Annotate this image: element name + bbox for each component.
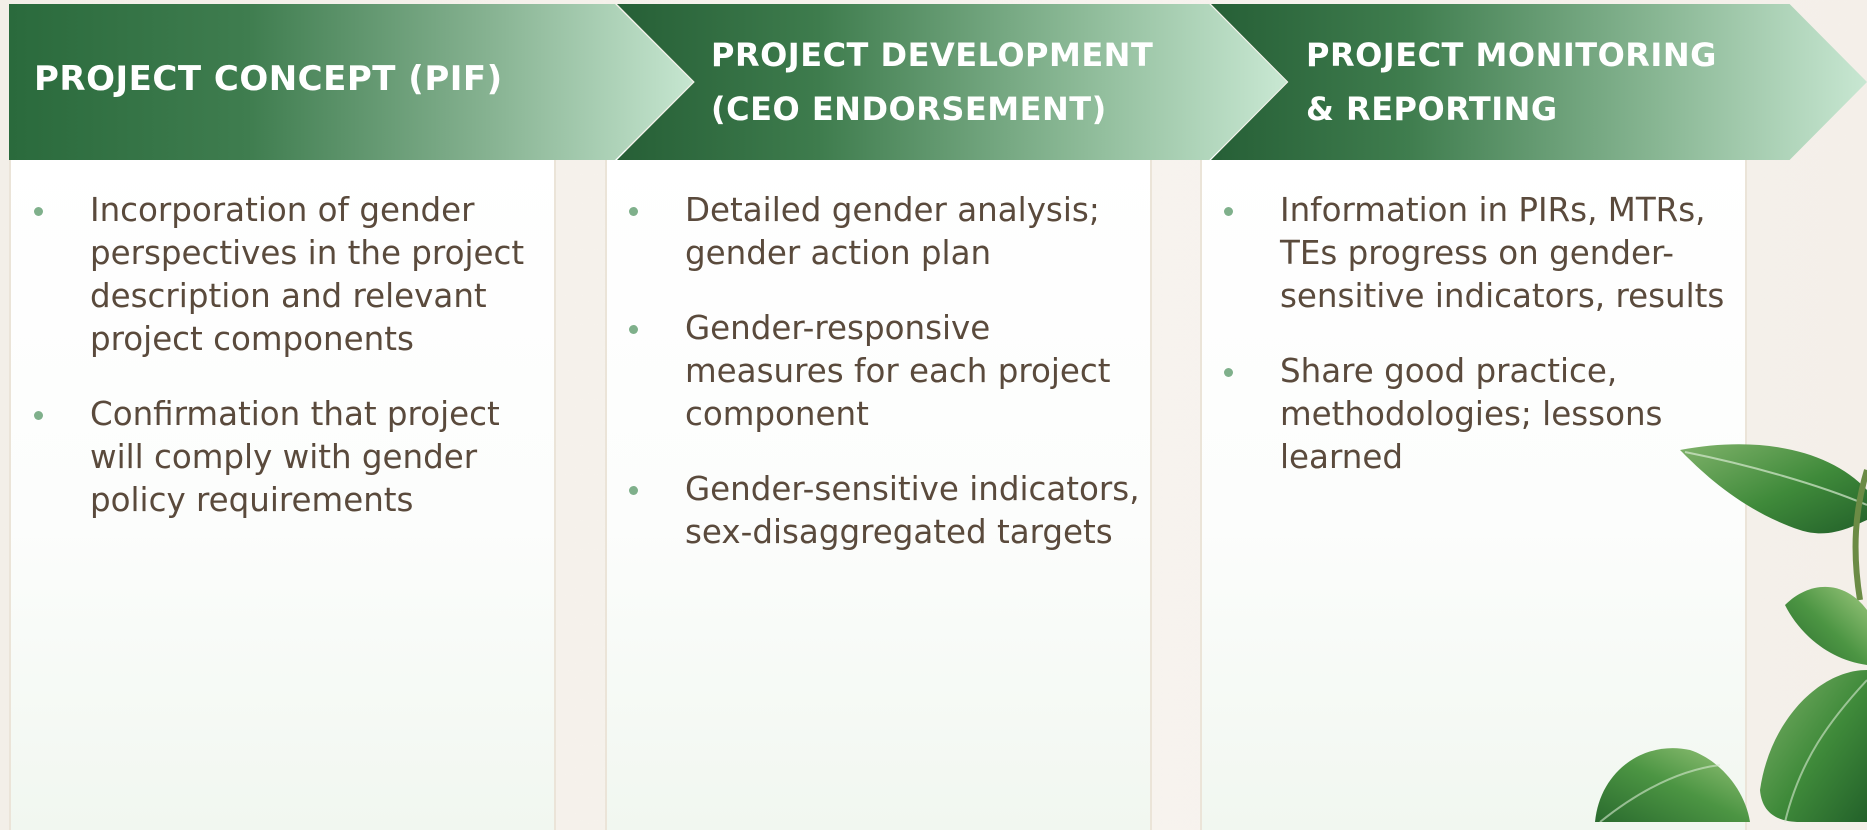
bullet-text: Incorporation of gender perspectives in …	[90, 191, 525, 358]
bullet-dot-icon	[34, 207, 43, 216]
stage-chevron-monitoring	[1211, 4, 1867, 160]
stage-chevron-concept	[9, 4, 693, 160]
list-item: Gender-responsive measures for each proj…	[625, 307, 1145, 436]
stage-bullets-development: Detailed gender analysis; gender action …	[625, 189, 1145, 586]
list-item: Confirmation that project will comply wi…	[30, 393, 550, 522]
stage-title-concept: PROJECT CONCEPT (PIF)	[34, 59, 503, 99]
bullet-dot-icon	[34, 411, 43, 420]
list-item: Information in PIRs, MTRs, TEs progress …	[1220, 189, 1740, 318]
bullet-dot-icon	[629, 325, 638, 334]
bullet-dot-icon	[1224, 207, 1233, 216]
stage-title-monitoring: PROJECT MONITORING & REPORTING	[1306, 36, 1717, 128]
list-item: Detailed gender analysis; gender action …	[625, 189, 1145, 275]
bullet-text: Detailed gender analysis; gender action …	[685, 191, 1100, 272]
stage-chevron-development	[617, 4, 1287, 160]
stage-title-development: PROJECT DEVELOPMENT (CEO ENDORSEMENT)	[711, 36, 1154, 128]
stage-bullets-concept: Incorporation of gender perspectives in …	[30, 189, 550, 554]
stage-panel-monitoring	[1200, 150, 1747, 830]
bullet-text: Information in PIRs, MTRs, TEs progress …	[1280, 191, 1725, 315]
list-item: Share good practice, methodologies; less…	[1220, 350, 1740, 479]
bullet-text: Gender-responsive measures for each proj…	[685, 309, 1111, 433]
stage-panel-development	[605, 150, 1152, 830]
bullet-dot-icon	[629, 207, 638, 216]
stage-panel-concept	[9, 150, 556, 830]
bullet-text: Share good practice, methodologies; less…	[1280, 352, 1663, 476]
list-item: Gender-sensitive indicators, sex-disaggr…	[625, 468, 1145, 554]
list-item: Incorporation of gender perspectives in …	[30, 189, 550, 361]
bullet-text: Gender-sensitive indicators, sex-disaggr…	[685, 470, 1140, 551]
bullet-dot-icon	[1224, 368, 1233, 377]
bullet-text: Confirmation that project will comply wi…	[90, 395, 500, 519]
stage-bullets-monitoring: Information in PIRs, MTRs, TEs progress …	[1220, 189, 1740, 511]
bullet-dot-icon	[629, 486, 638, 495]
